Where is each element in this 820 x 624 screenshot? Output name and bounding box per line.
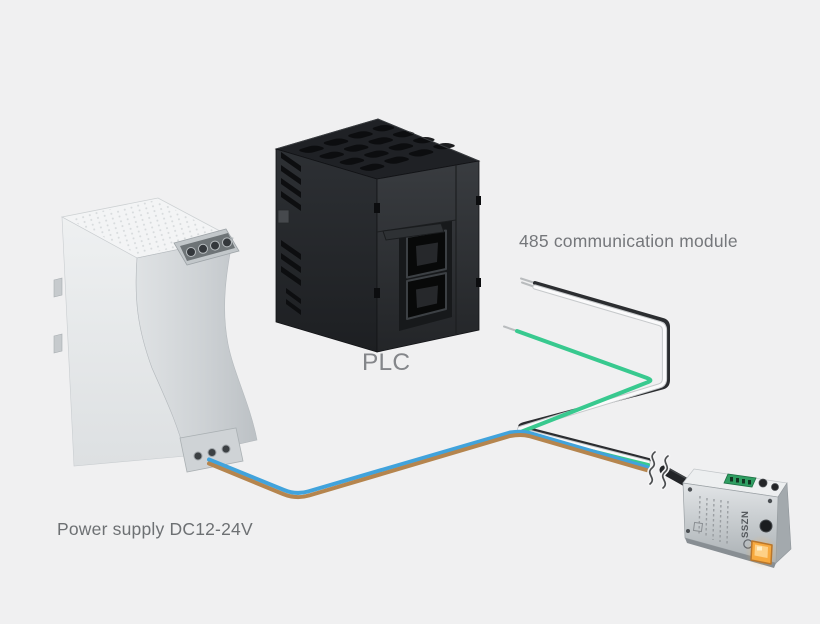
sensor-screws bbox=[686, 487, 773, 533]
plc-top-vents bbox=[299, 124, 455, 171]
sensor-unit: SSZN bbox=[682, 468, 792, 569]
wire-brown bbox=[207, 433, 650, 500]
sensor-green-connector bbox=[723, 473, 757, 488]
plc-hinge-tabs bbox=[374, 196, 481, 298]
label-comm-module: 485 communication module bbox=[519, 231, 738, 251]
sensor-black-lens bbox=[759, 519, 773, 533]
psu-top-terminal bbox=[173, 228, 240, 266]
plc-side-latch bbox=[277, 209, 290, 224]
psu-din-clips bbox=[53, 277, 63, 354]
label-plc: PLC bbox=[362, 349, 411, 376]
plc-side-vents bbox=[281, 152, 301, 315]
wiring bbox=[207, 277, 703, 500]
label-power-supply: Power supply DC12-24V bbox=[57, 519, 253, 539]
plc-unit bbox=[274, 118, 481, 353]
cable-break-icon bbox=[647, 449, 671, 491]
plc-connector-panel bbox=[382, 221, 452, 331]
power-supply-unit bbox=[53, 197, 258, 473]
plc-handle-bar bbox=[382, 222, 445, 241]
sensor-brand-text: SSZN bbox=[740, 511, 751, 538]
wire-white bbox=[518, 285, 667, 465]
sensor-label-text-lines bbox=[698, 495, 729, 545]
wire-blue bbox=[207, 429, 650, 495]
sensor-qr-mark bbox=[692, 521, 704, 533]
psu-curved-face bbox=[135, 237, 258, 457]
sensor-top-buttons bbox=[758, 478, 779, 491]
psu-bottom-terminal bbox=[179, 427, 244, 473]
